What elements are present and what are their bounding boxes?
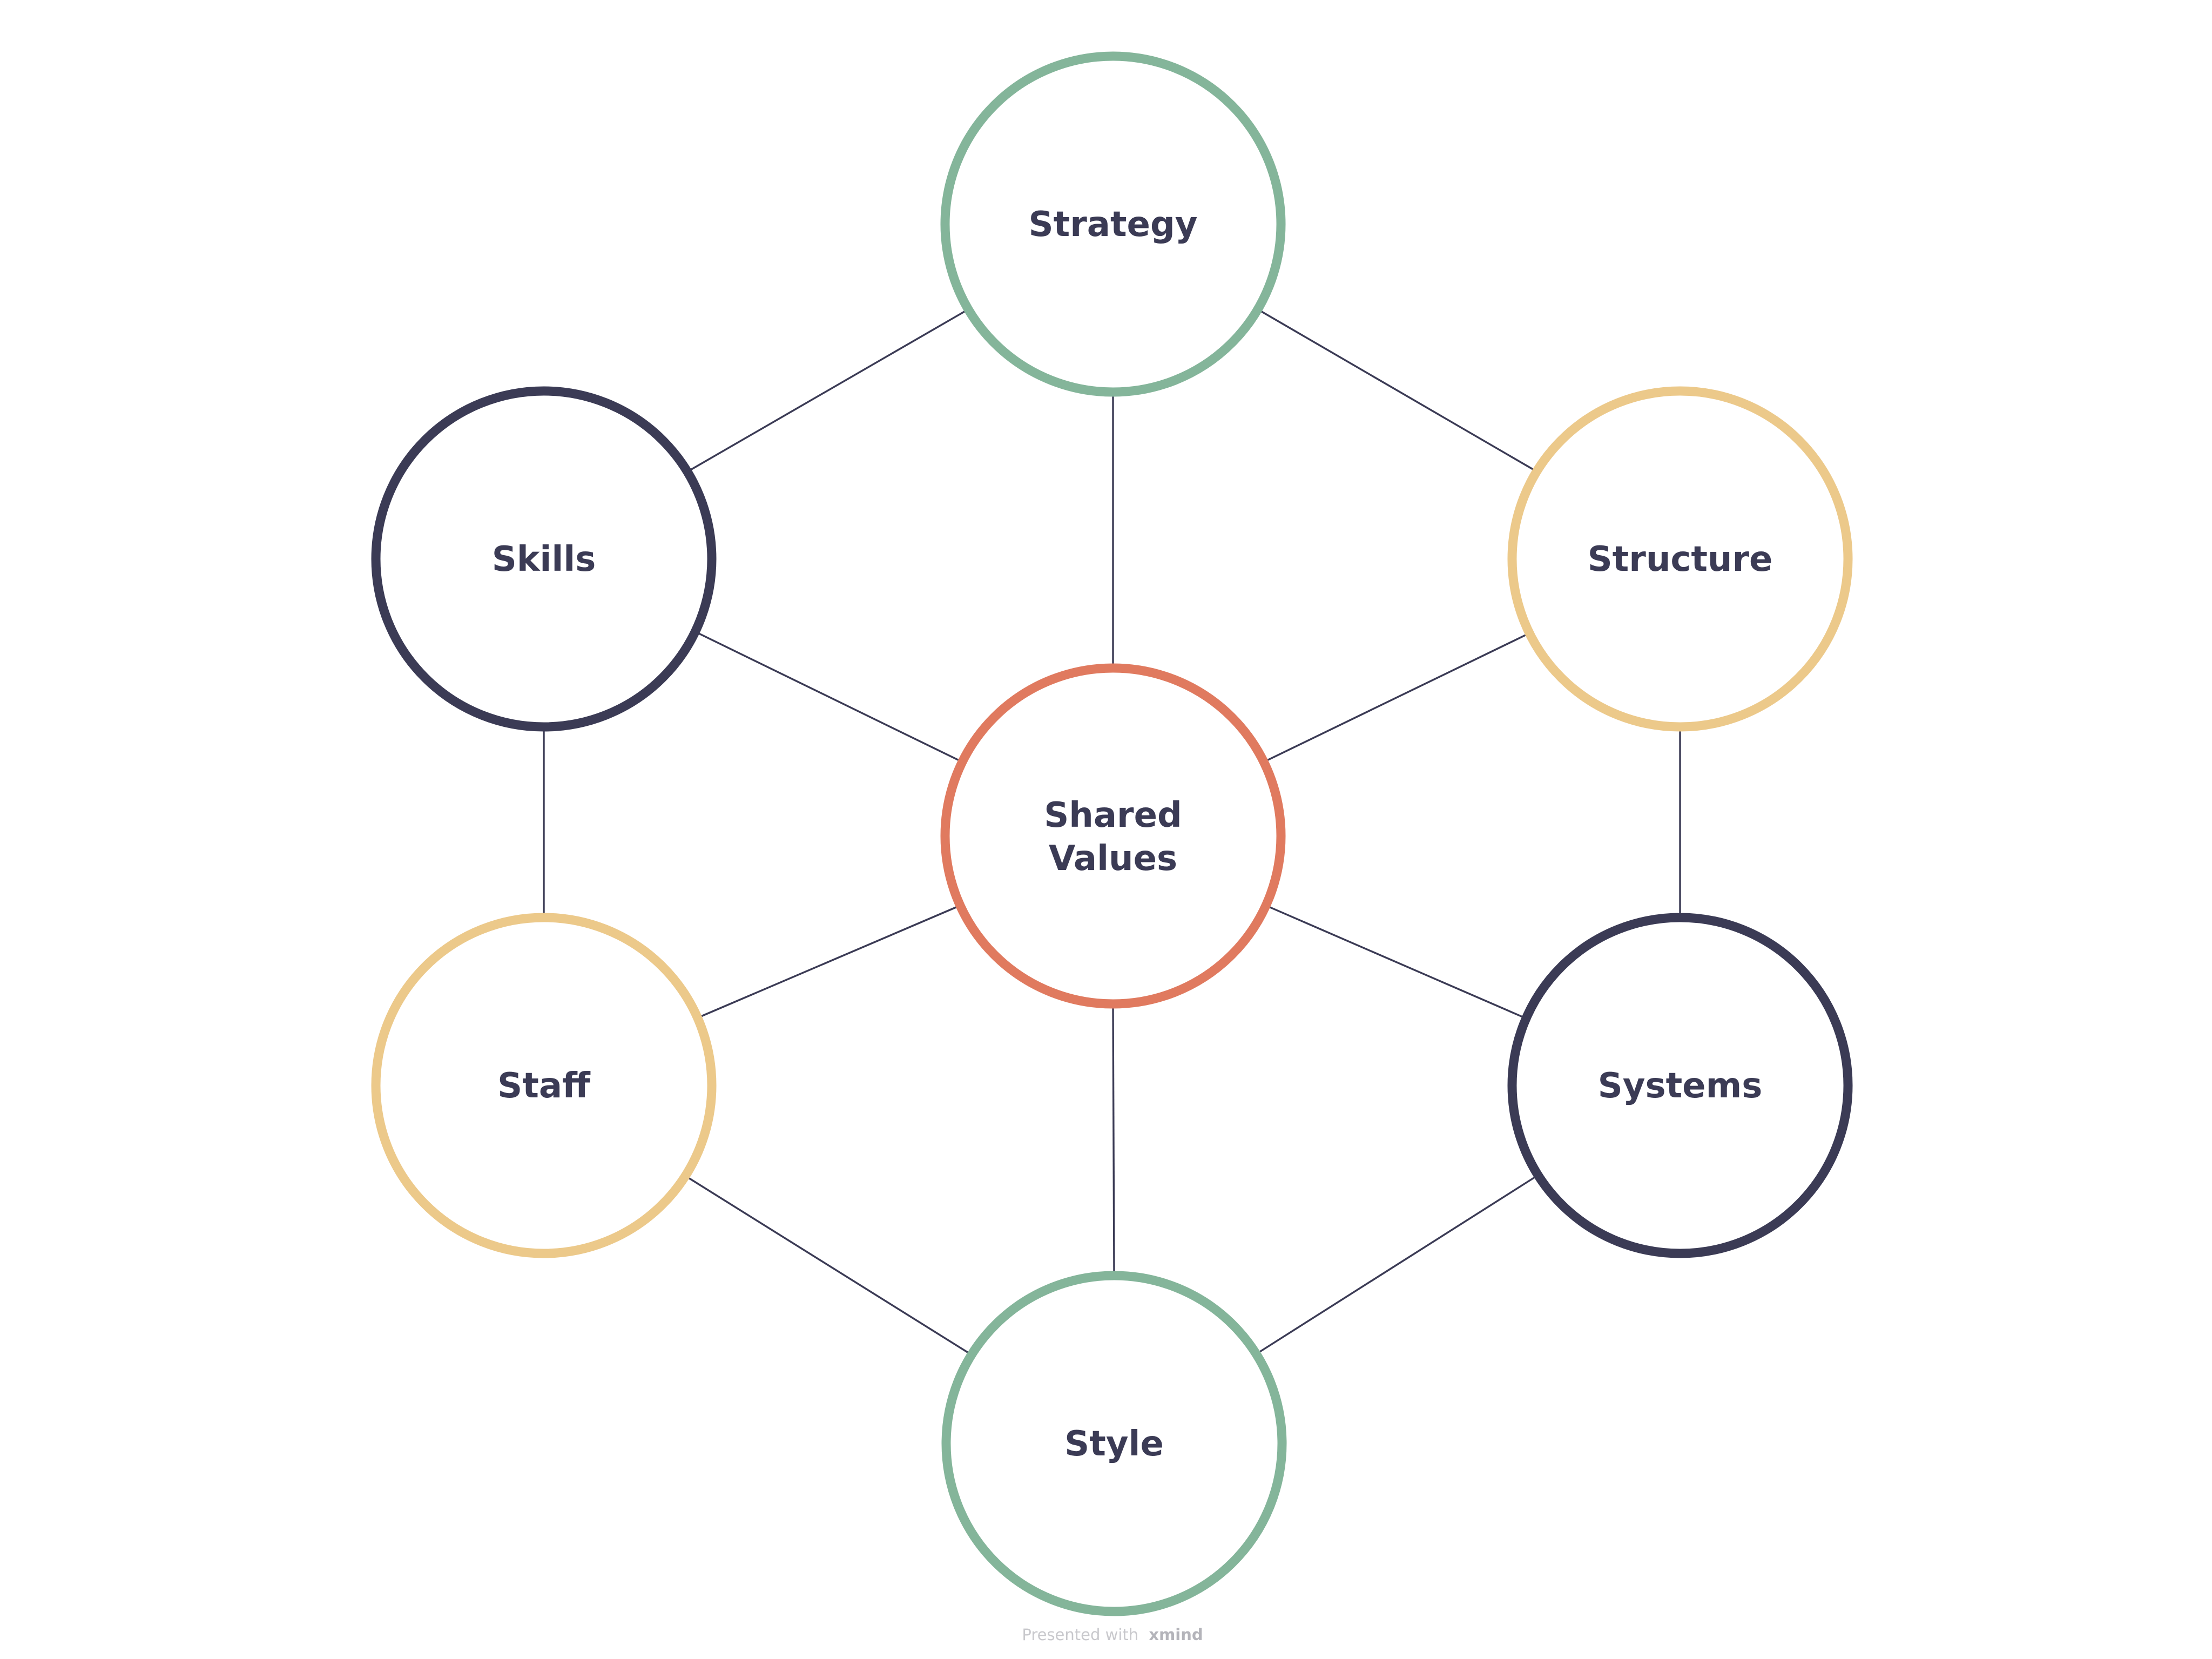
node-systems-label: Systems [1598,1066,1763,1106]
edge-strategy-structure [1258,309,1535,471]
node-skills-label: Skills [492,539,596,579]
edge-systems-style [1255,1175,1537,1355]
node-structure-circle [1507,386,1853,732]
footer-credit: Presented with xmind [1022,1626,1203,1644]
node-staff[interactable]: Staff [371,913,717,1258]
node-skills[interactable]: Skills [371,386,717,732]
node-style-circle [941,1271,1287,1616]
footer-brand: xmind [1149,1626,1203,1644]
node-systems-circle [1507,913,1853,1258]
node-skills-circle [371,386,717,732]
node-structure-label: Structure [1588,539,1773,579]
edge-shared-values-staff [697,905,959,1019]
node-strategy-label: Strategy [1029,205,1198,245]
connection-lines [543,309,1681,1355]
edge-shared-values-style [1112,1005,1115,1276]
node-staff-circle [371,913,717,1258]
footer-prefix: Presented with [1022,1626,1138,1644]
node-shared-values-label-line2: Values [1049,839,1177,879]
nodes: Strategy Skills Structure Shared Values … [371,51,1853,1616]
edge-skills-shared-values [698,632,962,763]
edge-structure-shared-values [1264,632,1529,763]
node-shared-values-label-line1: Shared [1044,795,1182,835]
node-style[interactable]: Style [941,1271,1287,1616]
node-shared-values[interactable]: Shared Values [940,663,1286,1009]
node-structure[interactable]: Structure [1507,386,1853,732]
edge-staff-style [685,1175,972,1355]
node-shared-values-circle [940,663,1286,1009]
node-strategy[interactable]: Strategy [940,51,1286,397]
node-staff-label: Staff [497,1066,591,1106]
node-style-label: Style [1064,1424,1164,1464]
node-strategy-circle [940,51,1286,397]
edge-strategy-skills [689,309,968,471]
node-systems[interactable]: Systems [1507,913,1853,1258]
edge-shared-values-systems [1267,905,1526,1019]
